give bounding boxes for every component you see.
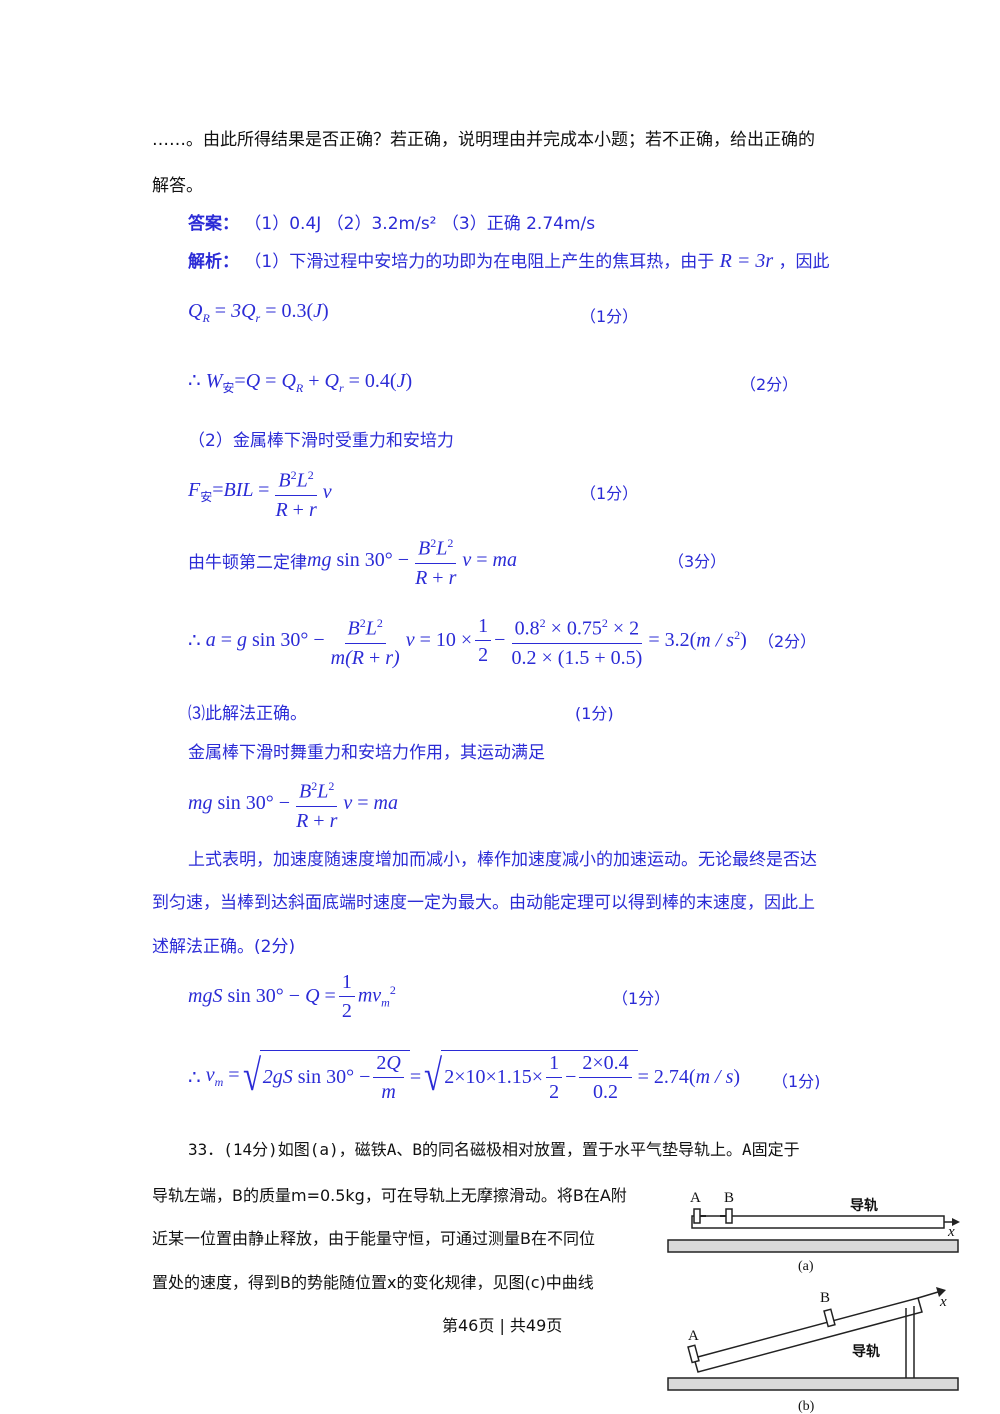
intro-line-2: 解答。 <box>152 176 203 196</box>
figure-b: A B 导轨 x (b) <box>667 1287 959 1414</box>
figure-air-track: A B 导轨 x (a) A B 导轨 x (b) <box>667 1190 960 1414</box>
analysis-p5-line-3: 述解法正确。(2分) <box>152 937 296 957</box>
answer-label: 答案： <box>188 214 239 234</box>
problem-33-line-4: 置处的速度，得到B的势能随位置x的变化规律，见图(c)中曲线 <box>152 1273 594 1292</box>
intro-line-1: ……。由此所得结果是否正确？若正确，说明理由并完成本小题；若不正确，给出正确的 <box>152 130 815 150</box>
figure-b-caption: (b) <box>798 1399 815 1414</box>
equation-2-score: （2分） <box>740 375 799 394</box>
figure-a-label-B: B <box>724 1190 734 1206</box>
analysis-p5-line-2: 到匀速，当棒到达斜面底端时速度一定为最大。由动能定理可以得到棒的末速度，因此上 <box>152 893 815 913</box>
equation-1-score: （1分） <box>580 307 639 326</box>
equation-3-score: （1分） <box>580 484 639 503</box>
page-footer: 第46页 | 共49页 <box>442 1316 563 1335</box>
problem-33-line-3: 近某一位置由静止释放，由于能量守恒，可通过测量B在不同位 <box>152 1229 595 1248</box>
analysis-p1-tail: ，因此 <box>778 252 830 272</box>
figure-a-axis-x: x <box>947 1224 955 1240</box>
figure-a-caption: (a) <box>798 1259 814 1274</box>
equation-8-score: （1分) <box>772 1072 821 1091</box>
figure-a-label-A: A <box>690 1190 701 1206</box>
equation-5-score: （2分） <box>758 632 817 651</box>
equation-4-score: （3分） <box>668 552 727 571</box>
figure-b-rail-label: 导轨 <box>852 1343 880 1360</box>
analysis-label: 解析： <box>188 252 239 272</box>
figure-a-rail-label: 导轨 <box>850 1197 878 1214</box>
analysis-p1-math: R = 3r <box>719 250 774 272</box>
figure-a-base <box>667 1239 959 1253</box>
analysis-p4: 金属棒下滑时舞重力和安培力作用，其运动满足 <box>188 743 545 763</box>
answer-row: 答案： （1）0.4J （2）3.2m/s² （3）正确 2.74m/s <box>188 209 595 234</box>
analysis-p3: ⑶此解法正确。 <box>188 704 307 724</box>
equation-1: QR = 3Qr = 0.3(J) <box>188 300 329 325</box>
figure-b-base <box>667 1377 959 1391</box>
analysis-p2: （2）金属棒下滑时受重力和安培力 <box>188 431 454 451</box>
analysis-p5-line-1: 上式表明，加速度随速度增加而减小，棒作加速度减小的加速运动。无论最终是否达 <box>188 850 817 870</box>
figure-b-axis-x: x <box>939 1294 947 1310</box>
analysis-row-1: 解析： （1）下滑过程中安培力的功即为在电阻上产生的焦耳热，由于 R = 3r … <box>188 247 830 273</box>
answer-text: （1）0.4J （2）3.2m/s² （3）正确 2.74m/s <box>244 214 596 234</box>
magnet-b <box>725 1208 733 1224</box>
equation-7-score: （1分） <box>612 989 671 1008</box>
figure-b-magnet-b <box>823 1308 836 1328</box>
problem-33-line-1: 33．(14分)如图(a)，磁铁A、B的同名磁极相对放置，置于水平气垫导轨上。A… <box>188 1140 800 1159</box>
equation-4-prefix: 由牛顿第二定律 <box>188 552 307 572</box>
figure-b-magnet-a <box>687 1344 700 1364</box>
figure-b-inclined-rail <box>693 1297 923 1373</box>
equation-2: ∴ W安=Q = QR + Qr = 0.4(J) <box>188 370 413 395</box>
figure-b-label-B: B <box>820 1290 830 1306</box>
figure-b-label-A: A <box>688 1328 699 1344</box>
analysis-p1-text: （1）下滑过程中安培力的功即为在电阻上产生的焦耳热，由于 <box>244 252 715 272</box>
figure-a: A B 导轨 x (a) <box>667 1190 960 1274</box>
magnet-a <box>693 1208 701 1224</box>
analysis-p3-score: (1分) <box>575 704 614 723</box>
problem-33-line-2: 导轨左端，B的质量m=0.5kg，可在导轨上无摩擦滑动。将B在A附 <box>152 1186 627 1205</box>
